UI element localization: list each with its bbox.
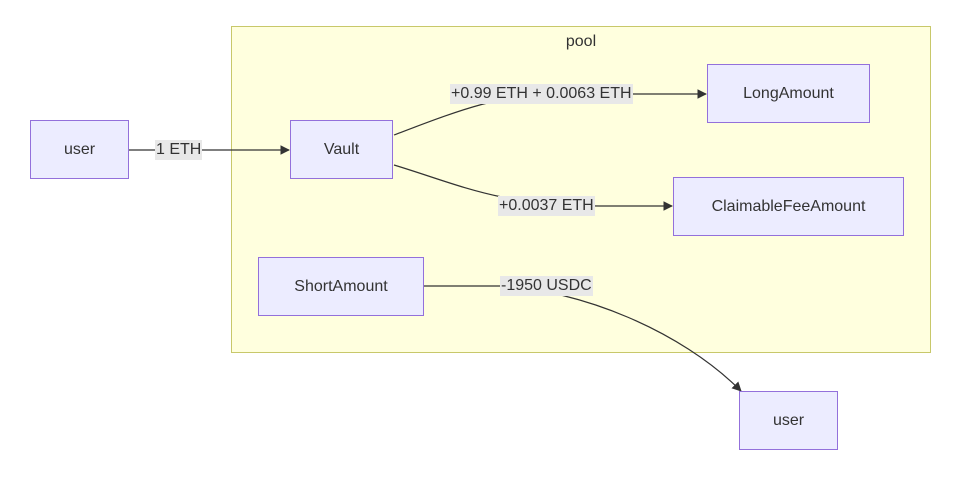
short-amount-node: ShortAmount [258,257,424,316]
edge-label-user-to-vault: 1 ETH [155,140,203,160]
edge-label-vault-to-long: +0.99 ETH + 0.0063 ETH [450,84,633,104]
long-amount-node: LongAmount [707,64,870,123]
edge-short-to-user [424,285,742,392]
vault-node: Vault [290,120,393,179]
user-destination-node: user [739,391,838,450]
pool-title: pool [565,33,597,50]
edge-label-vault-to-fee: +0.0037 ETH [498,196,595,216]
edge-label-short-to-user: -1950 USDC [500,276,593,296]
user-source-node: user [30,120,129,179]
claimable-fee-amount-node: ClaimableFeeAmount [673,177,904,236]
